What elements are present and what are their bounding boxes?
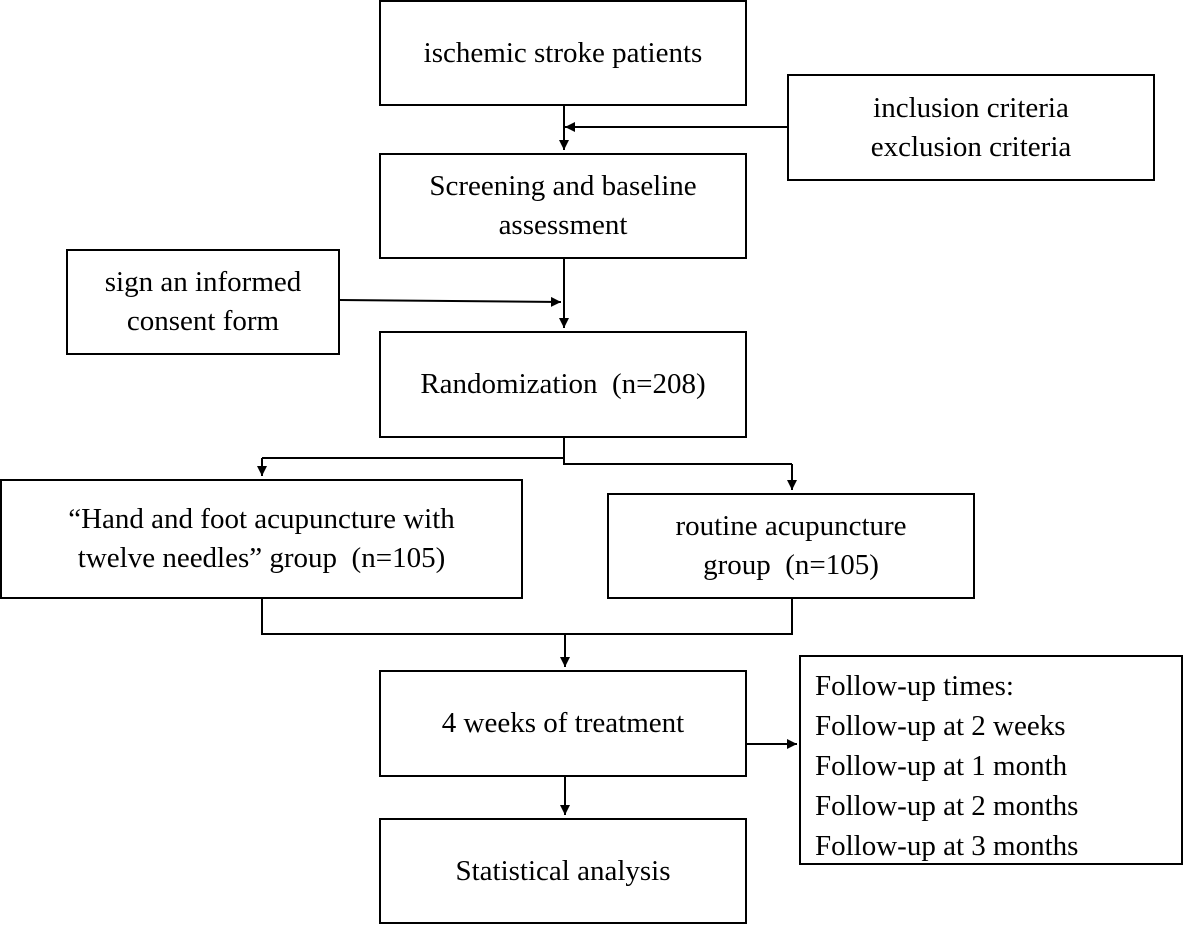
- routine-group-box: routine acupuncture group (n=105): [607, 493, 975, 599]
- inclusion-criteria-text: inclusion criteria: [873, 91, 1069, 124]
- consent-text-line-1: sign an informed: [104, 266, 302, 298]
- merge-connector: [261, 598, 793, 635]
- randomization-text: Randomization (n=208): [420, 368, 706, 400]
- patients-text: ischemic stroke patients: [423, 36, 703, 69]
- screening-box: Screening and baseline assessment: [379, 153, 747, 259]
- consent-box: sign an informed consent form: [66, 249, 340, 355]
- treatment-box: 4 weeks of treatment: [379, 670, 747, 777]
- hand-foot-group-box: “Hand and foot acupuncture with twelve n…: [0, 479, 523, 599]
- hand-foot-group-text-line-1: “Hand and foot acupuncture with: [68, 503, 455, 535]
- followup-heading: Follow-up times:: [815, 670, 1014, 702]
- arrow-consent-to-main: [338, 296, 562, 307]
- split-connector: [262, 437, 565, 459]
- hand-foot-group-text-line-2: twelve needles” group (n=105): [77, 542, 446, 574]
- treatment-text: 4 weeks of treatment: [441, 707, 685, 739]
- followup-2-months: Follow-up at 2 months: [815, 790, 1079, 822]
- exclusion-criteria-text: exclusion criteria: [870, 130, 1072, 163]
- analysis-text: Statistical analysis: [455, 854, 671, 887]
- followup-3-months: Follow-up at 3 months: [815, 830, 1079, 862]
- split-connector-right: [563, 458, 792, 465]
- patients-box: ischemic stroke patients: [379, 0, 747, 106]
- criteria-box: inclusion criteria exclusion criteria: [787, 74, 1155, 181]
- followup-2-weeks: Follow-up at 2 weeks: [815, 710, 1066, 742]
- screening-text-line-2: assessment: [498, 209, 628, 241]
- consent-text-line-2: consent form: [126, 305, 280, 337]
- followup-1-month: Follow-up at 1 month: [815, 750, 1068, 782]
- routine-group-text-line-1: routine acupuncture: [675, 510, 907, 542]
- screening-text-line-1: Screening and baseline: [429, 170, 697, 202]
- analysis-box: Statistical analysis: [379, 818, 747, 924]
- routine-group-text-line-2: group (n=105): [703, 549, 879, 581]
- randomization-box: Randomization (n=208): [379, 331, 747, 438]
- followup-box: Follow-up times: Follow-up at 2 weeks Fo…: [799, 655, 1183, 865]
